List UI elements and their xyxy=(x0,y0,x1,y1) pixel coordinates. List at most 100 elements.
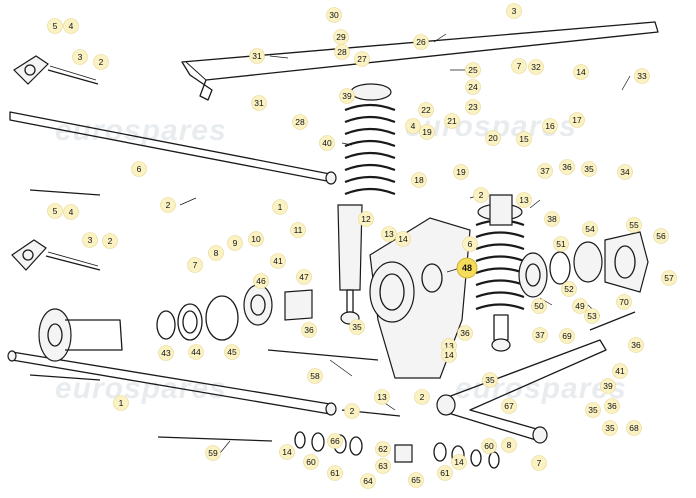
callout[interactable]: 1 xyxy=(113,395,129,411)
callout[interactable]: 36 xyxy=(457,325,473,341)
callout[interactable]: 18 xyxy=(411,172,427,188)
callout[interactable]: 6 xyxy=(462,236,478,252)
callout[interactable]: 63 xyxy=(375,458,391,474)
callout[interactable]: 2 xyxy=(160,197,176,213)
callout[interactable]: 25 xyxy=(465,62,481,78)
callout[interactable]: 33 xyxy=(634,68,650,84)
callout[interactable]: 54 xyxy=(582,221,598,237)
callout[interactable]: 17 xyxy=(569,112,585,128)
callout[interactable]: 38 xyxy=(544,211,560,227)
callout[interactable]: 5 xyxy=(47,203,63,219)
callout[interactable]: 4 xyxy=(63,18,79,34)
callout[interactable]: 47 xyxy=(296,269,312,285)
callout[interactable]: 2 xyxy=(473,187,489,203)
callout[interactable]: 60 xyxy=(481,438,497,454)
callout[interactable]: 64 xyxy=(360,473,376,489)
callout[interactable]: 36 xyxy=(559,159,575,175)
callout[interactable]: 70 xyxy=(616,294,632,310)
callout[interactable]: 43 xyxy=(158,345,174,361)
callout[interactable]: 69 xyxy=(559,328,575,344)
callout[interactable]: 16 xyxy=(542,118,558,134)
callout[interactable]: 36 xyxy=(301,322,317,338)
callout[interactable]: 14 xyxy=(441,347,457,363)
callout[interactable]: 6 xyxy=(131,161,147,177)
callout[interactable]: 13 xyxy=(374,389,390,405)
callout[interactable]: 39 xyxy=(600,378,616,394)
callout[interactable]: 3 xyxy=(72,49,88,65)
callout[interactable]: 29 xyxy=(333,29,349,45)
callout[interactable]: 13 xyxy=(516,192,532,208)
callout[interactable]: 2 xyxy=(102,233,118,249)
callout[interactable]: 14 xyxy=(451,454,467,470)
callout[interactable]: 11 xyxy=(290,222,306,238)
callout[interactable]: 2 xyxy=(344,403,360,419)
callout[interactable]: 31 xyxy=(249,48,265,64)
callout[interactable]: 20 xyxy=(485,130,501,146)
callout[interactable]: 35 xyxy=(349,319,365,335)
callout[interactable]: 67 xyxy=(501,398,517,414)
callout[interactable]: 10 xyxy=(248,231,264,247)
callout[interactable]: 50 xyxy=(531,298,547,314)
callout[interactable]: 19 xyxy=(453,164,469,180)
callout[interactable]: 68 xyxy=(626,420,642,436)
callout[interactable]: 5 xyxy=(47,18,63,34)
callout[interactable]: 8 xyxy=(501,437,517,453)
callout[interactable]: 14 xyxy=(395,231,411,247)
callout[interactable]: 61 xyxy=(437,465,453,481)
callout[interactable]: 37 xyxy=(537,163,553,179)
callout[interactable]: 9 xyxy=(227,235,243,251)
callout[interactable]: 36 xyxy=(628,337,644,353)
callout[interactable]: 32 xyxy=(528,59,544,75)
callout[interactable]: 40 xyxy=(319,135,335,151)
callout[interactable]: 19 xyxy=(419,124,435,140)
callout[interactable]: 66 xyxy=(327,433,343,449)
callout[interactable]: 36 xyxy=(604,398,620,414)
callout[interactable]: 44 xyxy=(188,344,204,360)
callout[interactable]: 28 xyxy=(334,44,350,60)
callout[interactable]: 7 xyxy=(531,455,547,471)
callout[interactable]: 53 xyxy=(584,308,600,324)
callout[interactable]: 60 xyxy=(303,454,319,470)
callout[interactable]: 7 xyxy=(187,257,203,273)
callout[interactable]: 45 xyxy=(224,344,240,360)
callout[interactable]: 26 xyxy=(413,34,429,50)
callout[interactable]: 27 xyxy=(354,51,370,67)
callout[interactable]: 58 xyxy=(307,368,323,384)
callout[interactable]: 13 xyxy=(381,226,397,242)
callout[interactable]: 62 xyxy=(375,441,391,457)
callout[interactable]: 35 xyxy=(585,402,601,418)
callout[interactable]: 23 xyxy=(465,99,481,115)
callout[interactable]: 31 xyxy=(251,95,267,111)
callout[interactable]: 46 xyxy=(253,273,269,289)
callout[interactable]: 22 xyxy=(418,102,434,118)
callout[interactable]: 30 xyxy=(326,7,342,23)
callout[interactable]: 28 xyxy=(292,114,308,130)
callout[interactable]: 14 xyxy=(279,444,295,460)
callout[interactable]: 21 xyxy=(444,113,460,129)
callout[interactable]: 65 xyxy=(408,472,424,488)
callout[interactable]: 56 xyxy=(653,228,669,244)
callout[interactable]: 57 xyxy=(661,270,677,286)
callout[interactable]: 35 xyxy=(581,161,597,177)
callout[interactable]: 2 xyxy=(414,389,430,405)
callout[interactable]: 49 xyxy=(572,298,588,314)
callout[interactable]: 15 xyxy=(516,131,532,147)
callout[interactable]: 8 xyxy=(208,245,224,261)
callout[interactable]: 61 xyxy=(327,465,343,481)
callout[interactable]: 12 xyxy=(358,211,374,227)
callout[interactable]: 52 xyxy=(561,281,577,297)
callout[interactable]: 24 xyxy=(465,79,481,95)
callout[interactable]: 35 xyxy=(602,420,618,436)
callout[interactable]: 4 xyxy=(405,118,421,134)
callout[interactable]: 41 xyxy=(612,363,628,379)
callout[interactable]: 37 xyxy=(532,327,548,343)
callout[interactable]: 2 xyxy=(93,54,109,70)
callout[interactable]: 55 xyxy=(626,217,642,233)
callout[interactable]: 35 xyxy=(482,372,498,388)
callout[interactable]: 39 xyxy=(339,88,355,104)
callout[interactable]: 3 xyxy=(506,3,522,19)
callout[interactable]: 4 xyxy=(63,204,79,220)
callout[interactable]: 1 xyxy=(272,199,288,215)
callout[interactable]: 51 xyxy=(553,236,569,252)
callout[interactable]: 7 xyxy=(511,58,527,74)
